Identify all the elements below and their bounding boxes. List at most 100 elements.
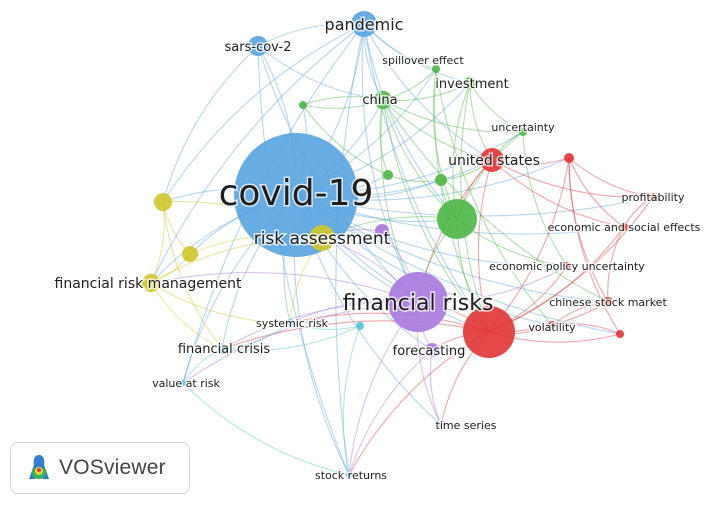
- node-forecasting[interactable]: [425, 343, 439, 357]
- link-uncertainty-epu: [522, 131, 568, 267]
- node-label-systemicrisk: systemic risk: [256, 317, 329, 330]
- link-g2-g3: [387, 174, 442, 183]
- brand-name: VOSviewer: [59, 456, 166, 479]
- link-r2-volatility: [551, 323, 621, 335]
- node-valueatrisk[interactable]: [180, 380, 186, 386]
- node-label-financialrisks: financial risks: [343, 291, 494, 316]
- node-redbig[interactable]: [463, 306, 515, 358]
- vosviewer-badge[interactable]: VOSviewer: [10, 442, 190, 494]
- node-label-volatility: volatility: [528, 321, 576, 334]
- node-chinesestock[interactable]: [603, 297, 613, 307]
- node-sarscov2[interactable]: [248, 36, 268, 56]
- link-unitedstates-econsocial: [491, 159, 625, 228]
- node-label-investment: investment: [435, 77, 508, 92]
- node-systemicrisk[interactable]: [286, 319, 294, 327]
- link-forecasting-timeseries: [429, 349, 442, 426]
- node-label-financialcrisis: financial crisis: [178, 342, 271, 357]
- node-label-sarscov2: sars-cov-2: [225, 40, 292, 55]
- link-r1-econsocial: [568, 157, 625, 228]
- link-redbig-financialcrisis: [221, 320, 490, 350]
- link-redbig-profitability: [488, 196, 654, 333]
- link-r1-profitability: [568, 157, 654, 198]
- node-p1[interactable]: [375, 224, 389, 238]
- link-china-investment: [382, 82, 471, 102]
- node-stockreturns[interactable]: [346, 472, 352, 478]
- link-china-uncertainty: [382, 99, 524, 133]
- node-g2[interactable]: [383, 170, 393, 180]
- node-unitedstates[interactable]: [480, 148, 504, 172]
- link-china-redbig: [382, 99, 490, 333]
- node-profitability[interactable]: [649, 193, 657, 201]
- node-financialrisks[interactable]: [388, 272, 448, 332]
- node-label-uncertainty: uncertainty: [491, 121, 555, 134]
- link-financialcrisis-c1: [221, 325, 361, 352]
- link-pandemic-investment: [363, 23, 471, 84]
- node-label-timeseries: time series: [436, 419, 497, 432]
- label-layer: covid-19 pandemic sars-cov-2 risk assessmen…: [53, 14, 702, 484]
- node-pandemic[interactable]: [351, 11, 377, 37]
- node-yel1[interactable]: [154, 193, 172, 211]
- node-g1[interactable]: [299, 101, 307, 109]
- vosviewer-logo-icon: [29, 455, 49, 479]
- node-label-chinesestock: chinese stock market: [549, 296, 667, 309]
- node-r2[interactable]: [616, 330, 624, 338]
- node-yel2[interactable]: [182, 246, 198, 262]
- link-sarscov2-stockreturns: [257, 45, 350, 476]
- link-investment-uncertainty: [469, 82, 524, 133]
- node-greenbig[interactable]: [437, 199, 477, 239]
- link-econsocial-chinesestock: [607, 226, 625, 303]
- link-g1-g2: [302, 104, 389, 176]
- node-investment[interactable]: [464, 77, 476, 89]
- node-label-econsocial: economic and social effects: [548, 221, 701, 234]
- link-financialrisks-finriskmgmt: [150, 272, 419, 303]
- node-riskassessment[interactable]: [309, 225, 335, 251]
- node-layer: [142, 11, 657, 478]
- node-r1[interactable]: [564, 153, 574, 163]
- node-econsocial[interactable]: [620, 223, 628, 231]
- node-label-profitability: profitability: [622, 191, 685, 204]
- link-sarscov2-china: [257, 45, 384, 101]
- link-sarscov2-yel1: [162, 45, 259, 203]
- node-china[interactable]: [374, 91, 392, 109]
- node-label-forecasting: forecasting: [393, 344, 466, 359]
- node-c1[interactable]: [356, 322, 364, 330]
- link-r1-r2: [568, 157, 621, 335]
- node-label-epu: economic policy uncertainty: [489, 260, 645, 273]
- link-pandemic-finriskmgmt: [150, 23, 365, 284]
- link-china-chinesestock: [382, 99, 609, 303]
- node-label-valueatrisk: value at risk: [152, 377, 220, 390]
- link-financialrisks-valueatrisk: [182, 301, 419, 384]
- node-label-unitedstates: united states: [448, 153, 540, 169]
- node-epu[interactable]: [563, 262, 571, 270]
- link-r1-chinesestock: [568, 157, 609, 303]
- node-g3[interactable]: [435, 174, 447, 186]
- link-layer: [150, 22, 654, 476]
- link-pandemic-unitedstates: [363, 23, 493, 161]
- link-finriskmgmt-financialcrisis: [150, 282, 223, 350]
- link-valueatrisk-stockreturns: [182, 382, 350, 476]
- link-systemicrisk-c1: [289, 322, 361, 331]
- node-timeseries[interactable]: [438, 422, 444, 428]
- link-unitedstates-profitability: [491, 159, 654, 198]
- node-label-riskassessment: risk assessment: [254, 229, 391, 249]
- node-uncertainty[interactable]: [519, 128, 527, 136]
- link-financialcrisis-systemicrisk: [221, 322, 291, 350]
- link-chinesestock-volatility: [551, 301, 609, 326]
- link-pandemic-stockreturns: [335, 23, 365, 476]
- link-yel1-financialcrisis: [162, 201, 223, 350]
- link-c1-stockreturns: [342, 325, 361, 476]
- link-pandemic-financialrisks: [361, 23, 419, 303]
- node-label-china: china: [362, 93, 397, 108]
- node-label-finriskmgmt: financial risk management: [55, 276, 242, 292]
- link-spillover-volatility: [435, 68, 553, 326]
- link-pandemic-greenbig: [363, 23, 458, 220]
- node-volatility[interactable]: [548, 321, 556, 329]
- node-spillover[interactable]: [432, 65, 440, 73]
- node-label-covid19: covid-19: [219, 173, 374, 214]
- link-china-unitedstates: [382, 99, 493, 161]
- node-financialcrisis[interactable]: [217, 344, 227, 354]
- node-label-pandemic: pandemic: [325, 15, 404, 34]
- link-pandemic-yel1: [162, 23, 365, 203]
- node-finriskmgmt[interactable]: [142, 274, 160, 292]
